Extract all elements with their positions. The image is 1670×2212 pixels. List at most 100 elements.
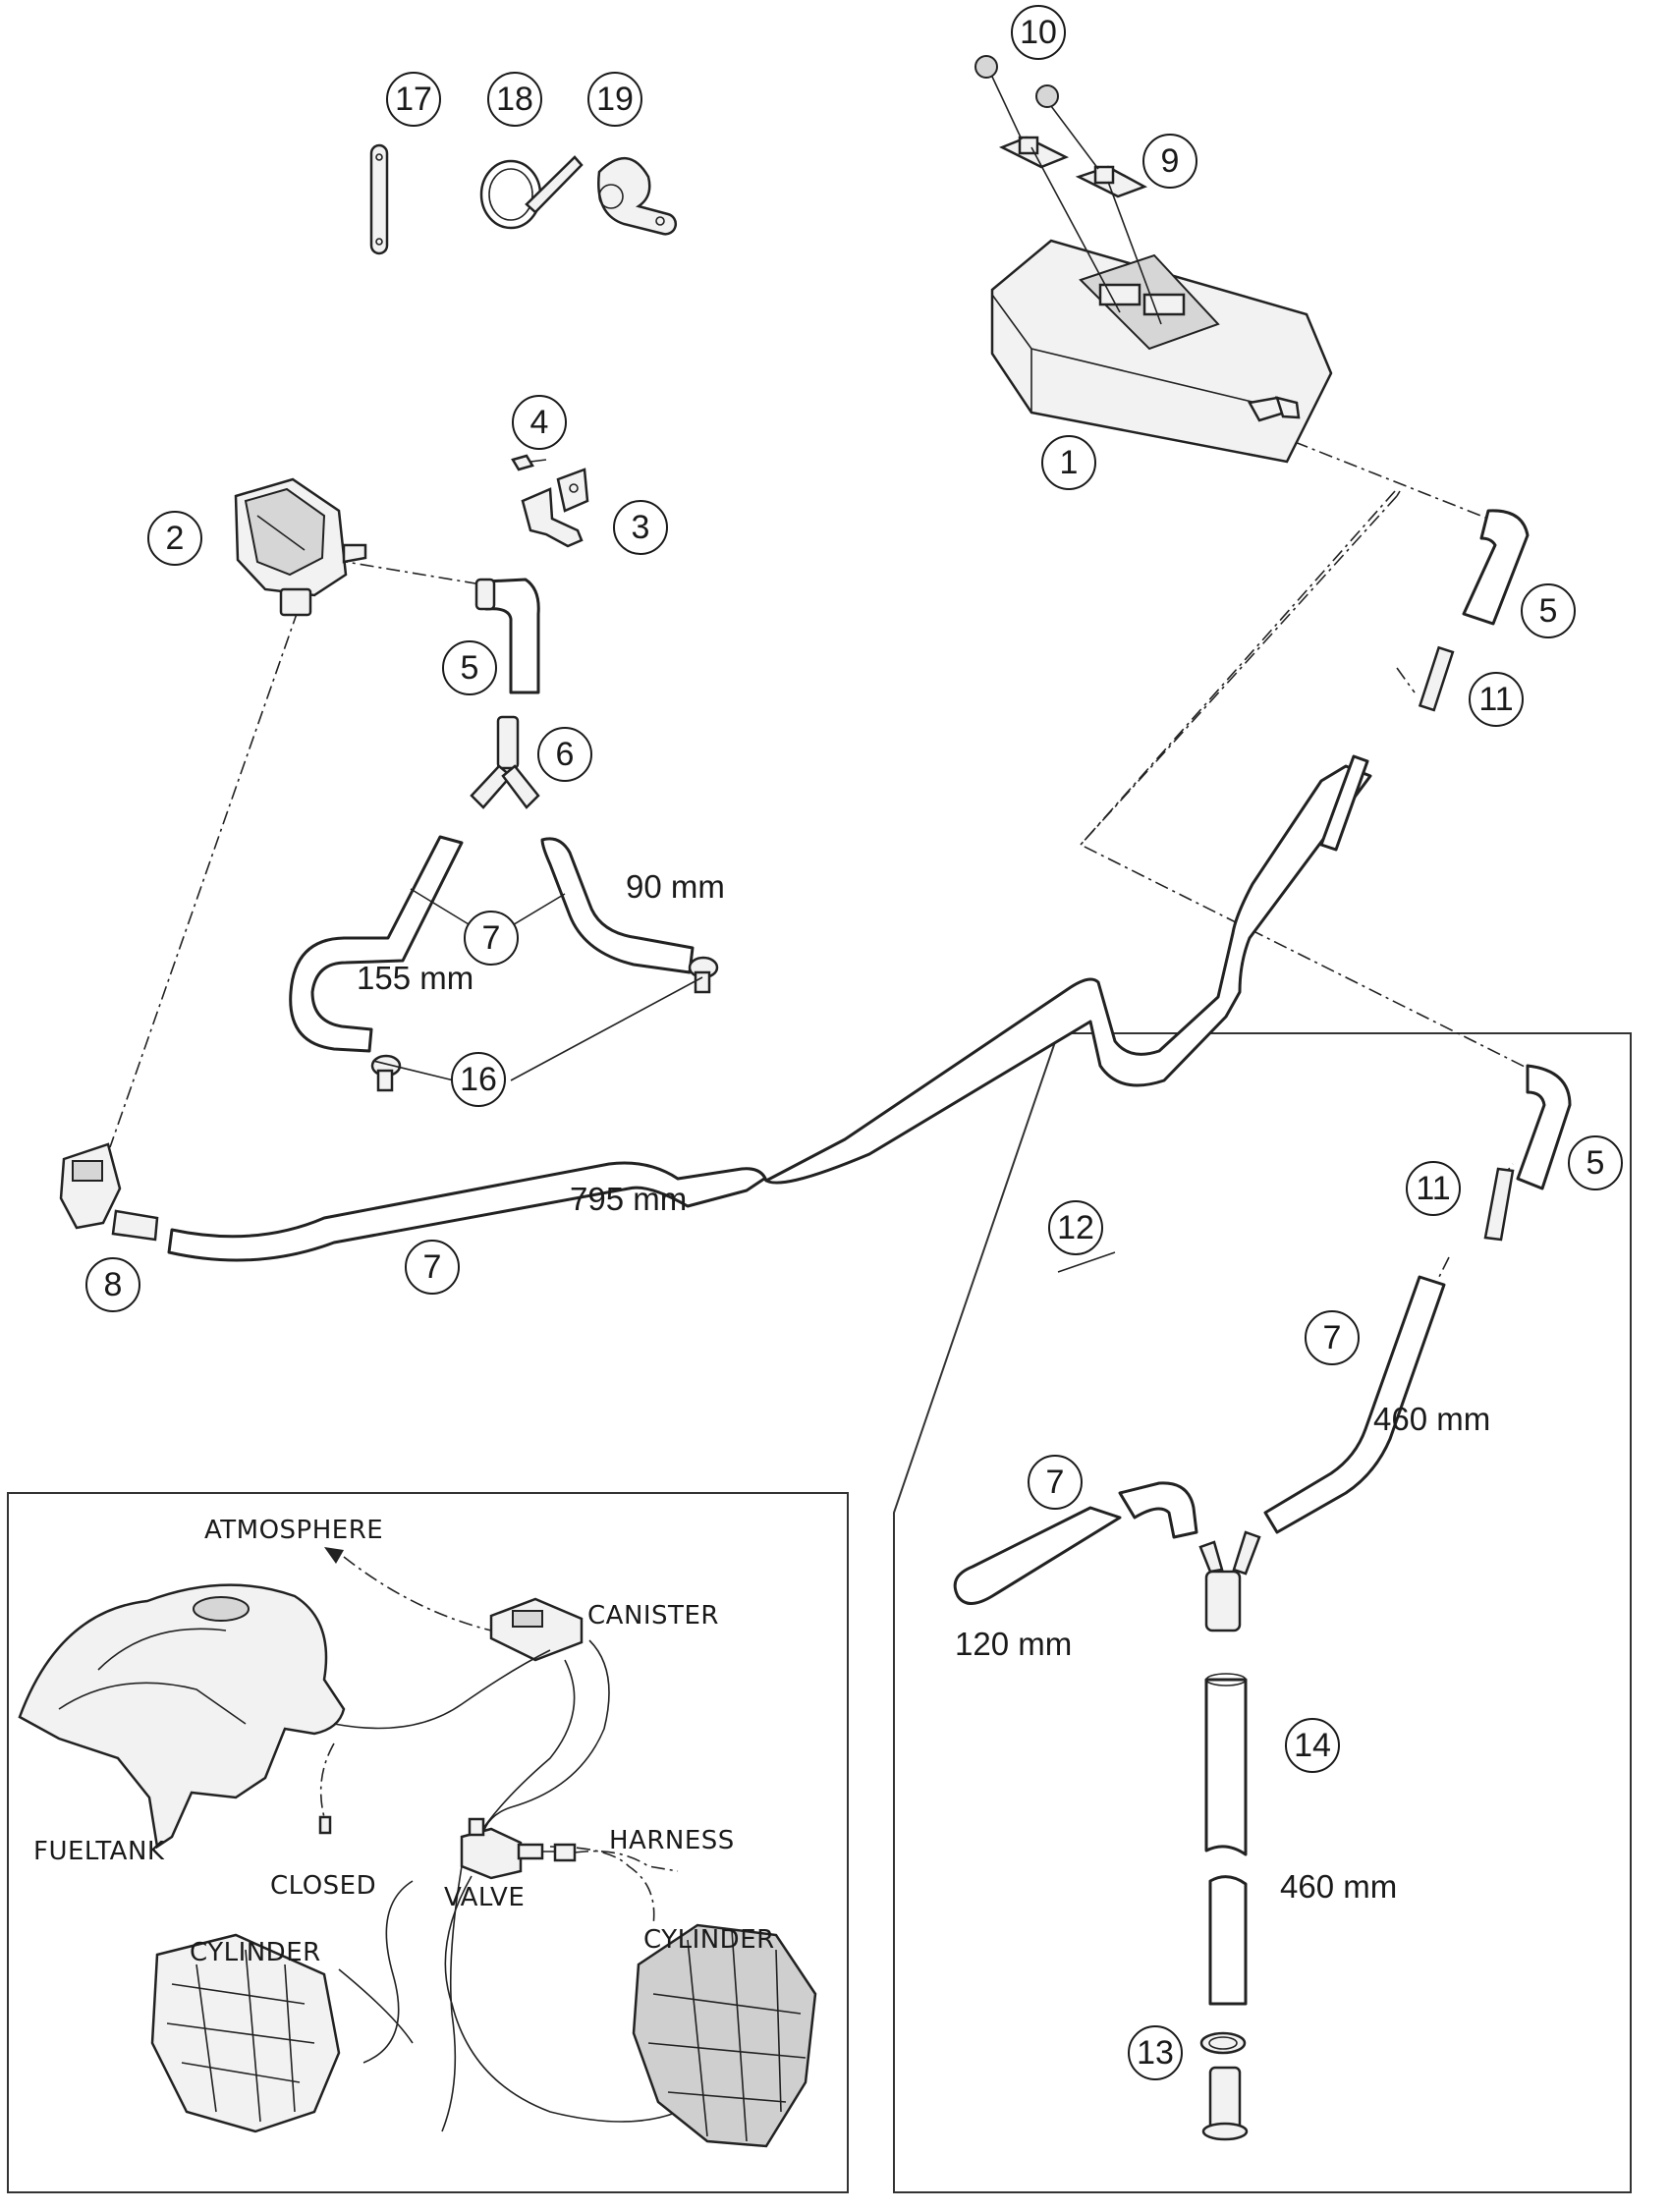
part-11-check-valve-kit xyxy=(1483,1167,1515,1242)
part-7-hose-795 xyxy=(167,764,1372,1262)
part-3-bracket xyxy=(521,468,589,548)
part-19-p-clamp xyxy=(597,156,677,236)
label-harness: HARNESS xyxy=(609,1826,735,1855)
callout-11a: 11 xyxy=(1469,672,1524,727)
part-14-hose-460 xyxy=(1204,1673,1248,2006)
schematic-inset: ATMOSPHERE CANISTER FUELTANK CLOSED VALV… xyxy=(18,1516,817,2148)
svg-text:10: 10 xyxy=(1020,14,1057,51)
part-6-y-connector xyxy=(470,715,540,809)
callout-7d: 7 xyxy=(1028,1455,1083,1510)
callout-3: 3 xyxy=(613,500,668,555)
label-cylinder-left: CYLINDER xyxy=(190,1938,321,1967)
schematic-fuel-tank xyxy=(18,1583,346,1850)
callout-1: 1 xyxy=(1041,435,1096,490)
label-cylinder-right: CYLINDER xyxy=(643,1925,775,1955)
svg-text:6: 6 xyxy=(556,736,575,773)
svg-text:1: 1 xyxy=(1060,444,1079,481)
dimension-795mm: 795 mm xyxy=(570,1181,687,1217)
part-7-hose-460 xyxy=(1263,1275,1446,1534)
dimension-120mm: 120 mm xyxy=(955,1626,1072,1662)
svg-text:14: 14 xyxy=(1294,1727,1331,1764)
svg-text:16: 16 xyxy=(460,1061,497,1098)
part-18-cable-tie xyxy=(479,155,584,230)
schematic-cylinder-left xyxy=(150,1933,341,2133)
schematic-box-frame xyxy=(7,1492,849,2193)
callout-12: 12 xyxy=(1048,1200,1103,1255)
svg-text:7: 7 xyxy=(423,1248,442,1286)
dimension-460mm-hose: 460 mm xyxy=(1373,1401,1490,1437)
part-17-strap xyxy=(369,143,389,255)
part-16-clamp-right xyxy=(688,956,719,994)
schematic-valve xyxy=(460,1817,679,1880)
callout-9: 9 xyxy=(1142,134,1197,189)
kit-box-frame xyxy=(893,1032,1632,2193)
svg-text:5: 5 xyxy=(461,649,479,687)
svg-text:7: 7 xyxy=(1046,1464,1065,1501)
svg-text:7: 7 xyxy=(1323,1319,1342,1356)
part-8-connector xyxy=(59,1142,159,1242)
callout-7a: 7 xyxy=(464,911,519,966)
dimension-155mm: 155 mm xyxy=(357,960,473,996)
callout-17: 17 xyxy=(386,72,441,127)
callout-11b: 11 xyxy=(1406,1161,1461,1216)
schematic-closed-cap xyxy=(318,1815,332,1835)
callout-19: 19 xyxy=(587,72,642,127)
connection-lines xyxy=(109,33,1543,1278)
svg-text:19: 19 xyxy=(596,81,634,118)
dimension-460mm-tube: 460 mm xyxy=(1280,1868,1397,1905)
label-canister: CANISTER xyxy=(587,1601,719,1631)
label-fueltank: FUELTANK xyxy=(33,1837,165,1866)
callout-7b: 7 xyxy=(405,1240,460,1295)
part-16-clamp-left xyxy=(370,1054,402,1092)
label-closed: CLOSED xyxy=(270,1871,376,1901)
svg-text:18: 18 xyxy=(496,81,533,118)
part-7-hose-155 xyxy=(289,835,464,1053)
callout-13: 13 xyxy=(1128,2025,1183,2080)
svg-text:5: 5 xyxy=(1586,1144,1605,1182)
part-5-elbow-left xyxy=(474,578,540,694)
callout-7c: 7 xyxy=(1305,1310,1360,1365)
svg-text:17: 17 xyxy=(395,81,432,118)
svg-text:11: 11 xyxy=(1416,1170,1450,1207)
callout-6: 6 xyxy=(537,727,592,782)
callout-2: 2 xyxy=(147,511,202,566)
part-4-screw xyxy=(511,454,547,471)
dimension-90mm: 90 mm xyxy=(626,868,725,905)
part-10-nuts xyxy=(974,55,1162,325)
part-5-elbow-kit xyxy=(1516,1064,1572,1190)
svg-text:4: 4 xyxy=(530,404,549,441)
schematic-canister xyxy=(489,1597,584,1662)
svg-text:3: 3 xyxy=(632,509,650,546)
part-2-purge-valve xyxy=(234,477,367,617)
part-7-hose-90 xyxy=(540,837,695,974)
callout-8: 8 xyxy=(85,1257,140,1312)
svg-text:8: 8 xyxy=(104,1266,123,1303)
schematic-cylinder-right xyxy=(632,1923,817,2148)
callout-5b: 5 xyxy=(1521,583,1576,638)
label-valve: VALVE xyxy=(444,1883,525,1912)
label-atmosphere: ATMOSPHERE xyxy=(204,1516,383,1545)
callout-10: 10 xyxy=(1011,5,1066,60)
part-5-elbow-right-top xyxy=(1462,509,1530,626)
part-7-hose-120 xyxy=(953,1481,1198,1605)
svg-text:12: 12 xyxy=(1057,1209,1094,1246)
callout-5c: 5 xyxy=(1568,1135,1623,1190)
svg-text:9: 9 xyxy=(1161,142,1180,180)
svg-text:11: 11 xyxy=(1478,681,1513,718)
part-9-brackets xyxy=(998,136,1148,198)
callout-4: 4 xyxy=(512,395,567,450)
part-13-clamp-and-fitting xyxy=(1199,2031,1249,2141)
callout-14: 14 xyxy=(1285,1718,1340,1773)
svg-text:2: 2 xyxy=(166,520,185,557)
part-1-canister xyxy=(990,239,1333,464)
part-6-y-connector-kit xyxy=(1198,1530,1261,1632)
callout-18: 18 xyxy=(487,72,542,127)
svg-text:7: 7 xyxy=(482,919,501,957)
callout-5a: 5 xyxy=(442,640,497,695)
svg-text:13: 13 xyxy=(1137,2034,1174,2072)
part-7-hose-right-upper xyxy=(1319,754,1369,852)
callout-16: 16 xyxy=(451,1052,506,1107)
part-11-check-valve-top xyxy=(1418,645,1455,712)
svg-text:5: 5 xyxy=(1539,592,1558,630)
